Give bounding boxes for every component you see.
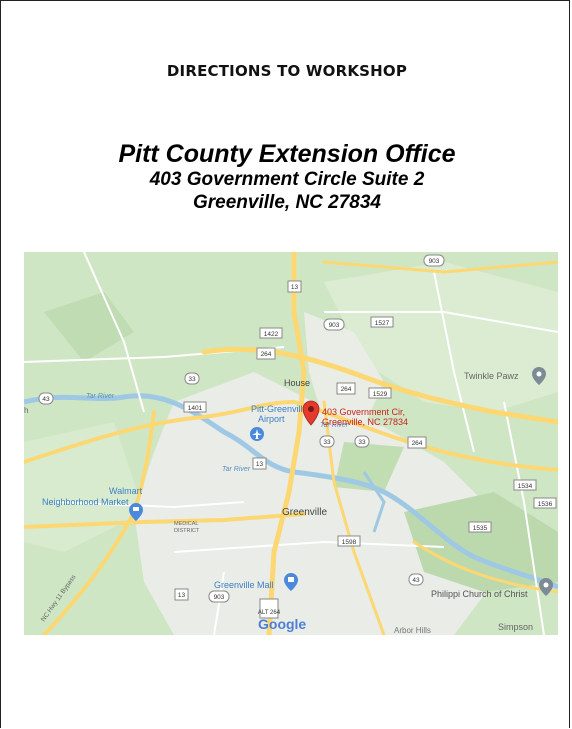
svg-text:33: 33: [323, 439, 331, 446]
svg-text:1536: 1536: [538, 501, 553, 508]
label-greenville: Greenville: [282, 507, 327, 518]
svg-text:264: 264: [261, 351, 272, 358]
shield-13: 13: [252, 457, 267, 470]
svg-text:33: 33: [358, 439, 366, 446]
shield-1598: 1598: [337, 535, 361, 547]
shield-43: 43: [408, 573, 424, 586]
label-tar-river: Tar River: [86, 393, 115, 400]
label-simpson: Simpson: [498, 622, 533, 632]
shield-33: 33: [319, 435, 335, 448]
svg-text:1401: 1401: [188, 405, 203, 412]
venue-address-line1: 403 Government Circle Suite 2: [149, 169, 425, 190]
svg-text:43: 43: [412, 577, 420, 584]
shield-33: 33: [354, 435, 370, 448]
venue-name: Pitt County Extension Office: [118, 140, 456, 168]
shield-903: 903: [208, 590, 230, 603]
shield-43: 43: [38, 392, 54, 405]
label-twinkle-pawz: Twinkle Pawz: [464, 371, 519, 381]
label-tar-river: Tar River: [222, 466, 251, 473]
svg-text:903: 903: [429, 258, 440, 265]
svg-text:903: 903: [329, 322, 340, 329]
svg-text:1529: 1529: [373, 391, 388, 398]
svg-text:264: 264: [341, 386, 352, 393]
svg-text:1422: 1422: [264, 331, 279, 338]
map-pin-icon[interactable]: [302, 400, 320, 426]
svg-text:43: 43: [42, 396, 50, 403]
svg-text:1527: 1527: [375, 320, 390, 327]
svg-text:903: 903: [214, 594, 225, 601]
pin-address-label: 403 Government Cir,: [322, 407, 405, 417]
svg-text:13: 13: [256, 461, 264, 468]
shopping-cart-icon: [129, 502, 143, 521]
shield-1534: 1534: [513, 479, 537, 491]
airplane-icon: [250, 427, 264, 441]
shield-1529: 1529: [368, 387, 392, 399]
page-heading: DIRECTIONS TO WORKSHOP: [166, 62, 408, 80]
map-forest: [44, 292, 134, 362]
label-medical-district-line2: DISTRICT: [174, 528, 200, 534]
shield-1527: 1527: [370, 316, 394, 328]
label-walmart-line2: Neighborhood Market: [42, 497, 129, 507]
label-edge: h: [24, 406, 28, 415]
map-canvas: 903 13 1422 903 1527 264 264 1529 43 33 …: [24, 252, 558, 635]
map-field: [24, 422, 144, 552]
location-map[interactable]: 903 13 1422 903 1527 264 264 1529 43 33 …: [24, 252, 558, 635]
river-branch: [362, 471, 386, 533]
shield-13: 13: [287, 280, 302, 293]
svg-text:264: 264: [412, 440, 423, 447]
map-field: [324, 262, 558, 412]
label-tar-river: Tar River: [320, 422, 349, 429]
shield-1536: 1536: [533, 497, 557, 509]
route-shields: 903 13 1422 903 1527 264 264 1529 43 33 …: [38, 254, 557, 619]
google-logo: Google: [258, 616, 306, 632]
shield-903: 903: [323, 318, 345, 331]
shield-1401: 1401: [183, 401, 207, 413]
label-arbor-hills: Arbor Hills: [394, 626, 431, 635]
svg-text:1535: 1535: [473, 525, 488, 532]
svg-text:13: 13: [291, 284, 299, 291]
place-marker-icon: [532, 367, 546, 385]
shield-alt-264: ALT 264: [258, 598, 281, 619]
svg-text:ALT 264: ALT 264: [258, 610, 281, 616]
svg-text:1534: 1534: [518, 483, 533, 490]
svg-text:33: 33: [188, 376, 196, 383]
map-forest: [404, 492, 558, 592]
shield-1422: 1422: [259, 327, 283, 339]
svg-text:13: 13: [178, 592, 186, 599]
venue-block: Pitt County Extension Office 403 Governm…: [1, 140, 572, 214]
label-medical-district: MEDICAL: [174, 521, 198, 527]
shield-1535: 1535: [468, 521, 492, 533]
shield-903: 903: [423, 254, 445, 267]
label-house: House: [284, 378, 310, 388]
place-marker-icon: [539, 578, 553, 596]
shield-33: 33: [184, 372, 200, 385]
pin-address-label-line2: Greenville, NC 27834: [322, 417, 408, 427]
label-airport: Pitt-Greenville: [251, 404, 308, 414]
svg-text:1598: 1598: [342, 539, 357, 546]
shield-264: 264: [336, 382, 356, 395]
shield-264: 264: [256, 347, 276, 360]
label-airport-line2: Airport: [258, 414, 285, 424]
map-urban-area: [134, 372, 494, 635]
label-walmart: Walmart: [109, 486, 143, 496]
shopping-bag-icon: [284, 573, 298, 591]
label-greenville-mall: Greenville Mall: [214, 580, 274, 590]
shield-264: 264: [407, 436, 427, 449]
shield-13: 13: [174, 588, 189, 601]
venue-address-line2: Greenville, NC 27834: [193, 192, 381, 213]
label-philippi-church: Philippi Church of Christ: [431, 589, 528, 599]
